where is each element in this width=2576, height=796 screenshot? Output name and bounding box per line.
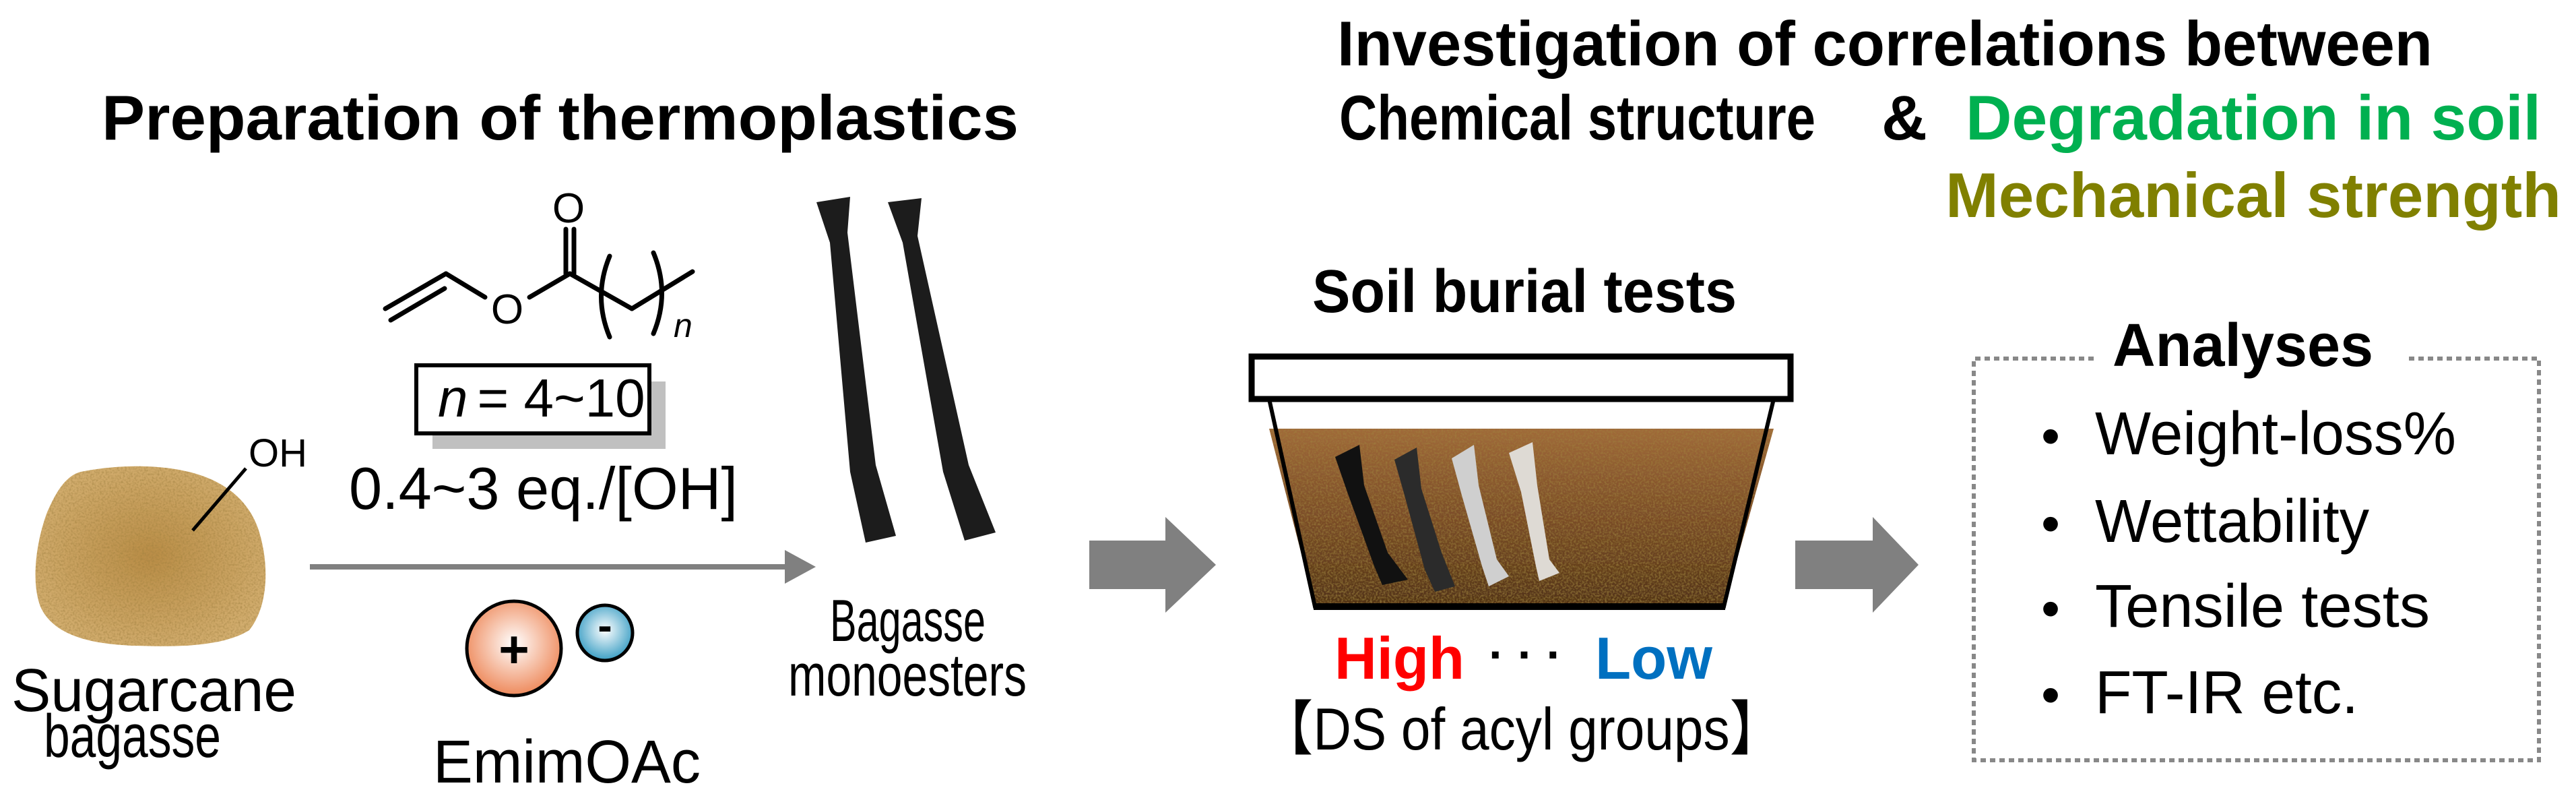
ionic-liquid-label: EmimOAc — [433, 729, 701, 796]
analysis-item-ftir: FT-IR etc. — [2095, 659, 2358, 727]
analysis-item-tensile: Tensile tests — [2095, 573, 2430, 640]
n-variable: n — [438, 368, 468, 428]
analysis-item-wettability: Wettability — [2095, 488, 2369, 555]
n-range-box — [414, 363, 651, 435]
ellipsis-dots: · · · — [1489, 628, 1562, 681]
n-range-text: n= 4~10 — [438, 368, 645, 428]
monoester-film-strips — [816, 197, 996, 543]
oh-bond-line — [191, 467, 247, 532]
n-range-value: = 4~10 — [478, 368, 645, 428]
process-arrow-2 — [1795, 517, 1919, 613]
reaction-arrow — [310, 550, 816, 584]
left-section-title: Preparation of thermoplastics — [102, 82, 1019, 153]
hydroxyl-label: OH — [249, 431, 307, 475]
cation-sign: + — [498, 619, 529, 679]
repeat-subscript-n: n — [674, 307, 693, 344]
equivalents-label: 0.4~3 eq./[OH] — [349, 455, 738, 522]
buried-film-samples — [1335, 442, 1559, 592]
ds-caption: 【DS of acyl groups】 — [1260, 696, 1782, 762]
product-label-line2: monoesters — [788, 642, 1027, 708]
anion-circle-icon — [575, 603, 635, 663]
ampersand-label: & — [1881, 82, 1927, 153]
right-title-line1: Investigation of correlations between — [1337, 8, 2433, 79]
bullet-icon: • — [2041, 406, 2060, 466]
soil-burial-title: Soil burial tests — [1312, 258, 1737, 326]
bagasse-label-line1: Sugarcane — [11, 657, 296, 725]
bullet-icon: • — [2041, 578, 2060, 638]
bagasse-label-line2: bagasse — [44, 703, 221, 770]
ester-oxygen-label: O — [491, 286, 523, 333]
analysis-item-weight-loss: Weight-loss% — [2095, 400, 2456, 468]
pot-lid — [1248, 353, 1794, 402]
analyses-box — [1972, 357, 2541, 762]
high-ds-label: High — [1334, 625, 1464, 692]
low-ds-label: Low — [1595, 625, 1713, 692]
chemical-structure-label: Chemical structure — [1339, 82, 1815, 153]
product-label-line1: Bagasse — [830, 587, 986, 654]
bullet-icon: • — [2041, 665, 2060, 725]
soil-pot-illustration — [1248, 353, 1794, 610]
carbonyl-oxygen-label: O — [552, 185, 585, 232]
process-arrow-1 — [1089, 517, 1216, 613]
mechanical-strength-label: Mechanical strength — [1945, 160, 2561, 231]
bullet-icon: • — [2041, 493, 2060, 553]
bagasse-pile-image — [35, 466, 266, 646]
cation-circle-icon — [465, 599, 563, 698]
anion-sign: - — [598, 601, 612, 650]
vinyl-ester-structure — [383, 226, 695, 340]
analyses-title: Analyses — [2113, 312, 2373, 379]
degradation-label: Degradation in soil — [1966, 82, 2541, 153]
